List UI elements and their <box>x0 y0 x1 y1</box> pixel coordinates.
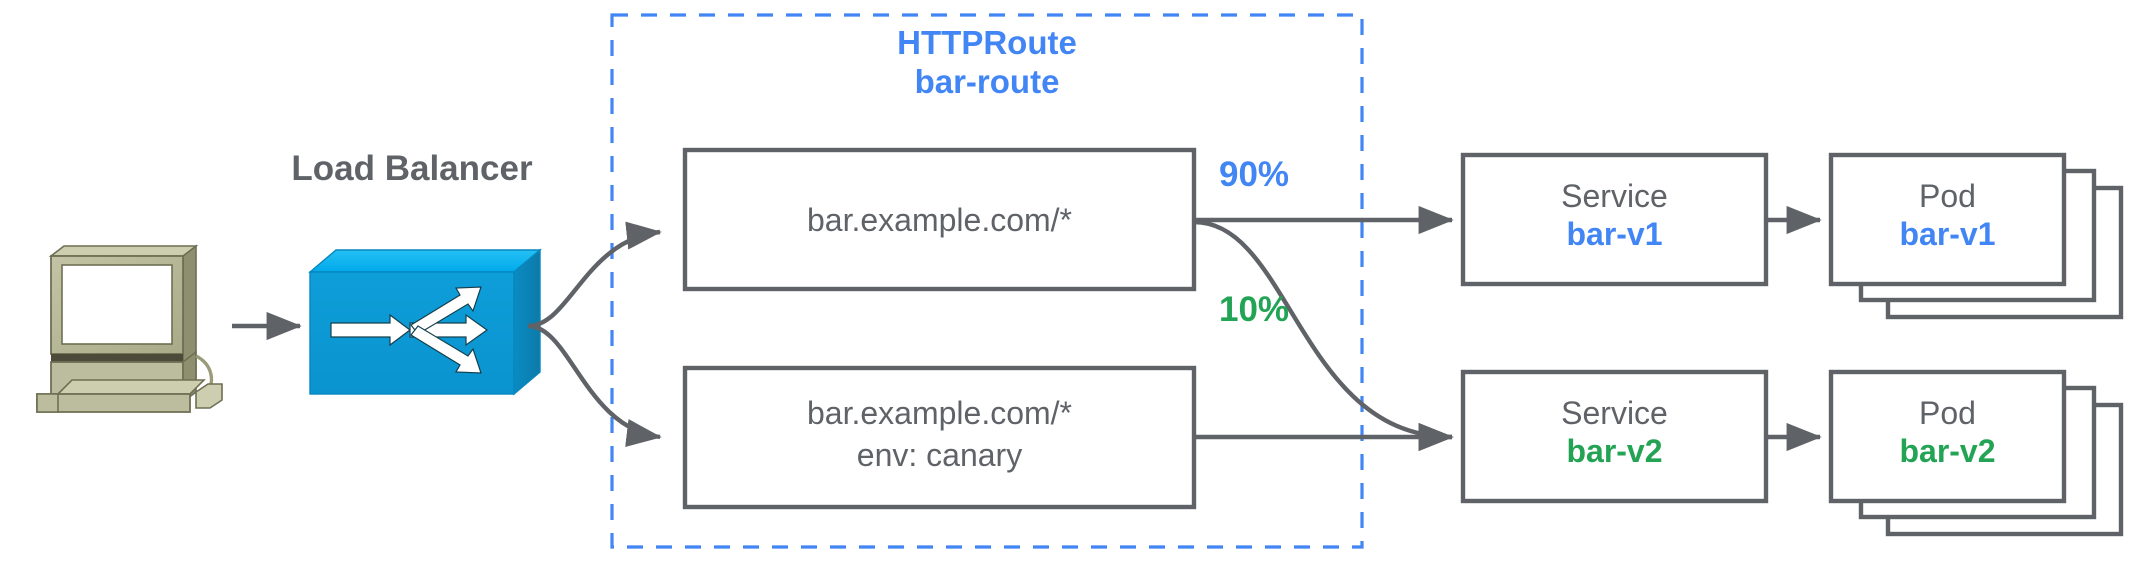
load-balancer-icon <box>308 248 542 396</box>
httproute-group-title: HTTPRoute bar-route <box>612 24 1362 102</box>
service-bar-v1-name: bar-v1 <box>1566 216 1663 252</box>
rule-canary-match: bar.example.com/* <box>806 395 1072 431</box>
weight-label-v1: 90% <box>1219 155 1290 194</box>
service-bar-v1-kind: Service <box>1561 178 1668 214</box>
service-bar-v2-name: bar-v2 <box>1566 433 1663 469</box>
service-bar-v2-labels: Service bar-v2 <box>1463 393 1766 471</box>
rule-canary-labels: bar.example.com/* env: canary <box>685 393 1194 476</box>
rule-primary-match: bar.example.com/* <box>806 202 1072 238</box>
service-box-bar-v1 <box>1460 152 1769 287</box>
rule-box-canary <box>682 365 1197 510</box>
service-bar-v1-labels: Service bar-v1 <box>1463 176 1766 254</box>
service-box-bar-v2 <box>1460 369 1769 504</box>
pod-bar-v2-kind: Pod <box>1919 395 1976 431</box>
weight-label-v2: 10% <box>1219 290 1290 329</box>
pod-bar-v2-labels: Pod bar-v2 <box>1831 393 2064 471</box>
pod-bar-v1-name: bar-v1 <box>1899 216 1996 252</box>
edge-rule-primary-to-service-v2 <box>1193 219 1454 452</box>
pod-bar-v2-name: bar-v2 <box>1899 433 1996 469</box>
httproute-name-label: bar-route <box>914 62 1060 100</box>
edge-lb-to-rule-canary <box>527 323 662 447</box>
desktop-computer-icon <box>36 244 223 413</box>
pod-stack-bar-v1 <box>1828 152 2124 320</box>
service-bar-v2-kind: Service <box>1561 395 1668 431</box>
pod-bar-v1-labels: Pod bar-v1 <box>1831 176 2064 254</box>
httproute-kind-label: HTTPRoute <box>897 24 1077 61</box>
pod-bar-v1-kind: Pod <box>1919 178 1976 214</box>
httproute-group-boundary <box>610 13 1364 549</box>
pod-stack-bar-v2 <box>1828 369 2124 537</box>
rule-canary-header: env: canary <box>856 436 1023 473</box>
edge-lb-to-rule-primary <box>527 221 662 329</box>
load-balancer-label: Load Balancer <box>291 149 533 188</box>
